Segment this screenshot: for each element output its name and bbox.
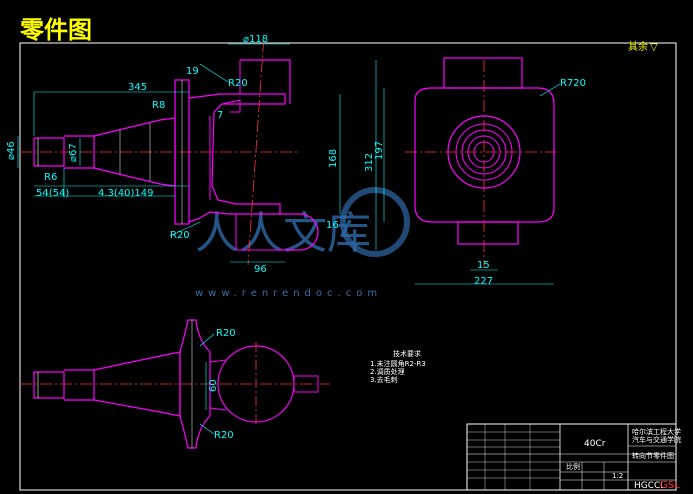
- side-bottom-boss: [457, 221, 519, 245]
- dim-46: ⌀46: [6, 141, 17, 160]
- dim-r6: R6: [44, 172, 57, 183]
- title-code: HGCCL: [634, 481, 665, 491]
- upper-boss: [240, 59, 291, 104]
- dim-96: 96: [254, 264, 267, 275]
- knuckle-arm: [188, 93, 286, 223]
- title-school: 哈尔滨工程大学: [632, 427, 681, 436]
- title-scale: 1:2: [612, 472, 623, 480]
- notes-line2: 2.调质处理: [370, 367, 405, 376]
- dim-r20-b2: R20: [214, 430, 234, 441]
- notes-line1: 1.未注圆角R2-R3: [370, 359, 426, 368]
- bottom-flange: [179, 319, 211, 449]
- bottom-view: [20, 319, 330, 449]
- side-view: [383, 57, 561, 285]
- drawing-frame: [19, 42, 677, 491]
- spindle-end: [33, 137, 65, 167]
- dim-168: 168: [328, 149, 339, 168]
- dim-15: 15: [477, 260, 490, 271]
- title-block: 40Cr 哈尔滨工程大学 汽车与交通学院 转向节零件图 比例 1:2 HGCCL…: [466, 423, 681, 491]
- lower-boss: [280, 213, 319, 251]
- dim-54: 54(54): [36, 188, 69, 199]
- drawing-title: 零件图: [20, 16, 92, 44]
- dim-345: 345: [128, 82, 147, 93]
- technical-notes: 技术要求 1.未注圆角R2-R3 2.调质处理 3.去毛刺: [370, 349, 426, 384]
- dim-312: 312: [364, 153, 375, 172]
- dim-r20-low: R20: [170, 230, 190, 241]
- dim-r20-top: R20: [228, 78, 248, 89]
- title-code-red: GSL: [660, 480, 680, 491]
- dim-16: 16: [326, 220, 339, 231]
- dim-227: 227: [474, 276, 493, 287]
- dim-19: 19: [186, 66, 199, 77]
- notes-line3: 3.去毛刺: [370, 375, 398, 384]
- title-part-name: 转向节零件图: [632, 451, 674, 460]
- front-view: [17, 40, 377, 265]
- dim-60: 60: [208, 379, 219, 392]
- dim-r8: R8: [152, 100, 165, 111]
- watermark-url: www.renrendoc.com: [195, 288, 382, 299]
- dim-r20-b1: R20: [216, 328, 236, 339]
- notes-heading: 技术要求: [393, 349, 421, 358]
- side-body: [414, 87, 555, 223]
- roughness-symbol-icon: ▽: [650, 42, 658, 53]
- dim-43: 4.3(40)149: [98, 188, 154, 199]
- dim-7: 7: [217, 110, 223, 121]
- title-school-sub: 汽车与交通学院: [632, 435, 681, 444]
- roughness-note: 其余 ▽: [628, 40, 658, 53]
- roughness-label: 其余: [628, 40, 648, 53]
- dim-118: ⌀118: [243, 34, 268, 45]
- dim-197: 197: [374, 141, 385, 160]
- dim-r720: R720: [560, 78, 586, 89]
- dim-67: ⌀67: [68, 143, 79, 162]
- title-scale-label: 比例: [566, 462, 580, 471]
- side-bore-outer: [447, 115, 521, 189]
- kingpin-axis: [247, 40, 265, 265]
- side-top-boss: [443, 57, 523, 89]
- watermark-logo-ring: [340, 187, 410, 257]
- title-material: 40Cr: [584, 439, 606, 449]
